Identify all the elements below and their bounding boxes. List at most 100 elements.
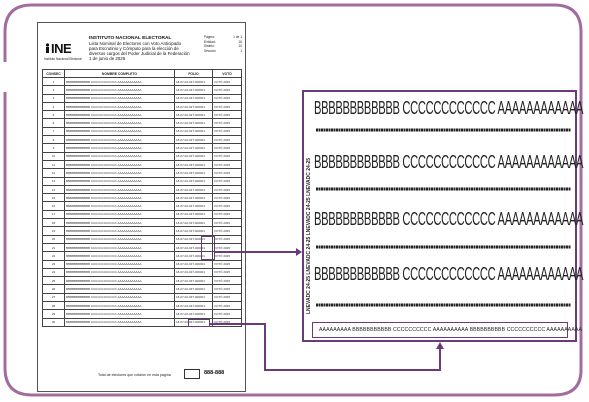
row-voto: VOTÓ 2025 xyxy=(212,126,242,137)
row-name: BBBBBBBBBBBB CCCCCCCCCCCC AAAAAAAAAAAA xyxy=(64,193,175,203)
zoom-name-line: BBBBBBBBBBBB CCCCCCCCCCCC AAAAAAAAAAAA xyxy=(314,264,584,284)
row-consec: 7 xyxy=(42,126,65,137)
row-voto: VOTÓ 2025 xyxy=(212,76,242,87)
row-consec: 28 xyxy=(42,300,65,311)
row-consec: 4 xyxy=(42,101,65,112)
row-folio: 18-07-02-037-000001 xyxy=(174,284,213,294)
row-voto: VOTÓ 2025 xyxy=(212,284,242,294)
row-voto: VOTÓ 2025 xyxy=(212,176,242,186)
row-consec: 18 xyxy=(42,218,65,228)
row-name: BBBBBBBBBBBB CCCCCCCCCCCC AAAAAAAAAAAA xyxy=(64,226,175,236)
highlight-folio-box xyxy=(201,236,215,260)
row-voto: VOTÓ 2025 xyxy=(212,85,242,95)
row-consec: 24 xyxy=(42,267,65,278)
row-name: BBBBBBBBBBBB CCCCCCCCCCCC AAAAAAAAAAAA xyxy=(64,143,175,153)
row-consec: 12 xyxy=(42,168,65,178)
row-name: BBBBBBBBBBBB CCCCCCCCCCCC AAAAAAAAAAAA xyxy=(64,126,175,137)
row-name: BBBBBBBBBBBB CCCCCCCCCCCC AAAAAAAAAAAA xyxy=(64,184,175,195)
highlight-name-box xyxy=(188,319,210,327)
document-subtitle-4: 1 de junio de 2025 xyxy=(89,56,126,61)
microtext-strip-label: AAAAAAAAA BBBBBBBBBBB CCCCCCCCCC AAAAAAA… xyxy=(319,327,583,333)
row-consec: 22 xyxy=(42,251,65,261)
meta-label: Entidad: xyxy=(204,39,216,44)
row-name: BBBBBBBBBBBB CCCCCCCCCCCC AAAAAAAAAAAA xyxy=(64,135,175,145)
document-subtitle-1: Lista Nominal de Electores con Voto Anti… xyxy=(89,41,182,46)
row-name: BBBBBBBBBBBB CCCCCCCCCCCC AAAAAAAAAAAA xyxy=(64,267,175,278)
row-name: BBBBBBBBBBBB CCCCCCCCCCCC AAAAAAAAAAAA xyxy=(64,201,175,211)
microprint-scribble xyxy=(316,128,571,132)
row-folio: 18-07-02-037-000001 xyxy=(174,76,213,87)
row-name: BBBBBBBBBBBB CCCCCCCCCCCC AAAAAAAAAAAA xyxy=(64,110,175,120)
row-consec: 1 xyxy=(42,76,65,87)
row-consec: 25 xyxy=(42,276,65,286)
row-name: BBBBBBBBBBBB CCCCCCCCCCCC AAAAAAAAAAAA xyxy=(64,242,175,253)
microtext-label: LNEVADC 24-25 LNEVADC 24-25 LNEVADC 24-2… xyxy=(306,157,312,314)
row-consec: 26 xyxy=(42,284,65,294)
row-folio: 18-07-02-037-000001 xyxy=(174,276,213,286)
column-header-voto: VOTÓ xyxy=(212,69,242,78)
row-voto: VOTÓ 2025 xyxy=(212,309,242,319)
row-consec: 16 xyxy=(42,201,65,211)
row-consec: 20 xyxy=(42,234,65,244)
voter-list-sheet: INE Instituto Nacional Electoral INSTITU… xyxy=(37,22,246,392)
row-folio: 18-07-02-037-000001 xyxy=(174,201,213,211)
row-folio: 18-07-02-037-000001 xyxy=(174,209,213,220)
meta-label: Distrito: xyxy=(204,44,215,49)
meta-label: Sección: xyxy=(204,48,217,53)
microprint-scribble xyxy=(316,303,571,307)
ine-logo-icon xyxy=(45,43,50,53)
footer-count: 888-888 xyxy=(204,370,225,376)
row-name: BBBBBBBBBBBB CCCCCCCCCCCC AAAAAAAAAAAA xyxy=(64,234,175,244)
row-name: BBBBBBBBBBBB CCCCCCCCCCCC AAAAAAAAAAAA xyxy=(64,168,175,178)
meta-value: 1 de 1 xyxy=(233,35,242,39)
row-consec: 14 xyxy=(42,184,65,195)
row-folio: 18-07-02-037-000001 xyxy=(174,110,213,120)
row-name: BBBBBBBBBBBB CCCCCCCCCCCC AAAAAAAAAAAA xyxy=(64,284,175,294)
row-folio: 18-07-02-037-000001 xyxy=(174,267,213,278)
row-folio: 18-07-02-037-000001 xyxy=(174,259,213,269)
row-folio: 18-07-02-037-000001 xyxy=(174,176,213,186)
row-consec: 2 xyxy=(42,85,65,95)
row-folio: 18-07-02-037-000001 xyxy=(174,300,213,311)
row-consec: 13 xyxy=(42,176,65,186)
footer-total-box xyxy=(184,369,200,379)
row-voto: VOTÓ 2025 xyxy=(212,317,242,327)
row-name: BBBBBBBBBBBB CCCCCCCCCCCC AAAAAAAAAAAA xyxy=(64,151,175,161)
row-voto: VOTÓ 2025 xyxy=(212,184,242,195)
row-consec: 3 xyxy=(42,93,65,103)
row-voto: VOTÓ 2025 xyxy=(212,267,242,278)
row-folio: 18-07-02-037-000001 xyxy=(174,101,213,112)
row-folio: 18-07-02-037-000001 xyxy=(174,309,213,319)
ine-logo-subtitle: Instituto Nacional Electoral xyxy=(44,57,82,61)
row-name: BBBBBBBBBBBB CCCCCCCCCCCC AAAAAAAAAAAA xyxy=(64,159,175,170)
row-voto: VOTÓ 2025 xyxy=(212,201,242,211)
zoom-name-line: BBBBBBBBBBBB CCCCCCCCCCCC AAAAAAAAAAAA xyxy=(314,152,584,172)
zoom-name-line: BBBBBBBBBBBB CCCCCCCCCCCC AAAAAAAAAAAA xyxy=(314,209,584,229)
row-consec: 23 xyxy=(42,259,65,269)
row-consec: 15 xyxy=(42,193,65,203)
row-name: BBBBBBBBBBBB CCCCCCCCCCCC AAAAAAAAAAAA xyxy=(64,209,175,220)
row-voto: VOTÓ 2025 xyxy=(212,193,242,203)
row-consec: 10 xyxy=(42,151,65,161)
document-header: INSTITUTO NACIONAL ELECTORAL Lista Nomin… xyxy=(89,35,199,61)
row-voto: VOTÓ 2025 xyxy=(212,292,242,303)
